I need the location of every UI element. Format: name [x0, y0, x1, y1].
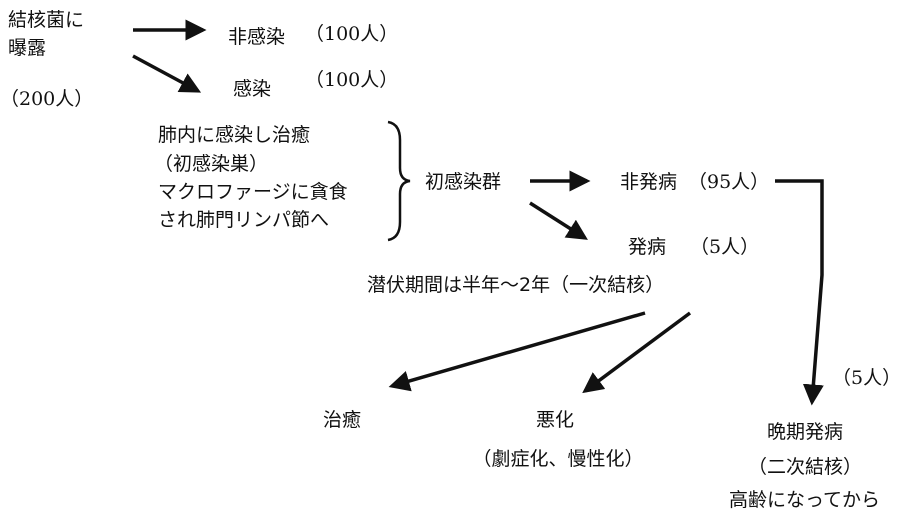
- exposure-count: （200人）: [0, 88, 94, 110]
- infected-label: 感染: [233, 78, 272, 100]
- late-onset-detail: （二次結核）: [747, 456, 862, 478]
- arrow-latency-to-worsen: [582, 311, 692, 394]
- primary-group-label: 初感染群: [425, 171, 502, 193]
- lung-process-line3: マクロファージに貪食: [158, 181, 348, 203]
- exposure-label-line1: 結核菌に: [8, 9, 85, 31]
- non-onset-label: 非発病: [620, 171, 678, 193]
- worsen-label: 悪化: [536, 409, 575, 431]
- lung-process-line1: 肺内に感染し治癒: [158, 124, 311, 146]
- latency-period-text: 潜伏期間は半年～2年（一次結核）: [367, 274, 665, 296]
- late-onset-note: 高齢になってから: [728, 489, 881, 511]
- brace-lung-process: [387, 120, 411, 242]
- exposure-label-line2: 曝露: [8, 37, 47, 59]
- onset-count: （5人）: [690, 236, 760, 258]
- non-infected-label: 非感染: [228, 26, 286, 48]
- worsen-detail: （劇症化、慢性化）: [472, 448, 644, 470]
- arrow-latency-to-cure: [388, 311, 646, 392]
- non-onset-count: （95人）: [688, 171, 770, 193]
- late-onset-count: （5人）: [832, 367, 902, 389]
- cure-label: 治癒: [323, 409, 362, 431]
- late-onset-label: 晩期発病: [766, 421, 843, 443]
- infected-count: （100人）: [305, 69, 399, 91]
- arrow-exposure-to-infected: [132, 54, 202, 93]
- lung-process-line2: （初感染巣）: [154, 153, 269, 175]
- onset-label: 発病: [628, 236, 667, 258]
- arrow-non-onset-to-late-onset: [775, 179, 824, 406]
- lung-process-line4: され肺門リンパ節へ: [158, 209, 330, 231]
- arrow-primary-to-onset: [529, 201, 588, 240]
- non-infected-count: （100人）: [305, 23, 399, 45]
